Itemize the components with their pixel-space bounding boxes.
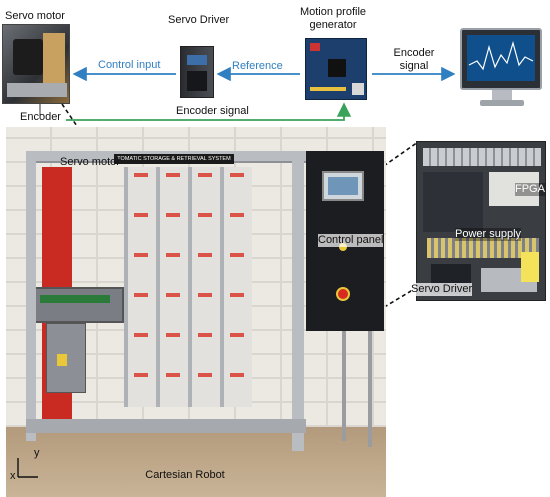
control-panel-label: Control panel bbox=[318, 234, 384, 247]
robot-arm bbox=[34, 287, 124, 323]
axis-x-label: x bbox=[10, 470, 16, 482]
control-cabinet-legs bbox=[342, 331, 346, 441]
motion-profile-label-2: generator bbox=[309, 19, 357, 31]
encoder-label: Encoder bbox=[20, 111, 61, 123]
hmi-screen bbox=[322, 171, 364, 201]
servo-motor-photo-label: Servo motor bbox=[60, 156, 120, 168]
axis-y-label: y bbox=[34, 447, 40, 459]
robot-carriage bbox=[46, 323, 86, 393]
reference-label: Reference bbox=[232, 60, 283, 72]
servo-motor-photo bbox=[2, 24, 70, 104]
servo-motor-top-label: Servo motor bbox=[5, 10, 65, 22]
power-supply-label: Power supply bbox=[455, 228, 522, 241]
rack-banner: TOMATIC STORAGE & RETRIEVAL SYSTEM bbox=[114, 154, 234, 164]
emergency-stop bbox=[336, 287, 350, 301]
cabinet-interior-photo bbox=[416, 141, 546, 301]
arrow-encoder-feedback bbox=[66, 102, 352, 121]
cartesian-robot-label: Cartesian Robot bbox=[145, 469, 225, 481]
servo-driver-photo bbox=[180, 46, 214, 98]
monitor-stand bbox=[492, 90, 512, 100]
rack-banner-text: TOMATIC STORAGE & RETRIEVAL SYSTEM bbox=[117, 156, 231, 162]
servo-driver-cabinet-label: Servo Driver bbox=[411, 283, 473, 296]
monitor-base bbox=[480, 100, 524, 106]
frame-right-post bbox=[292, 151, 304, 451]
frame-bottom-rail bbox=[26, 419, 306, 433]
frame-left-post bbox=[26, 151, 36, 441]
encoder-signal-right-label-1: Encoder bbox=[393, 47, 435, 59]
fpga-board-photo bbox=[305, 38, 367, 100]
encoder-signal-right-label-2: signal bbox=[399, 60, 429, 72]
control-input-label: Control input bbox=[98, 59, 161, 71]
motion-profile-label-1: Motion profile bbox=[299, 6, 367, 18]
fpga-label: FPGA bbox=[515, 183, 545, 196]
servo-driver-label: Servo Driver bbox=[168, 14, 230, 26]
encoder-signal-mid-label: Encoder signal bbox=[176, 105, 249, 117]
shelf-grid bbox=[124, 167, 252, 407]
floor bbox=[6, 427, 386, 497]
monitor-photo bbox=[460, 28, 542, 90]
